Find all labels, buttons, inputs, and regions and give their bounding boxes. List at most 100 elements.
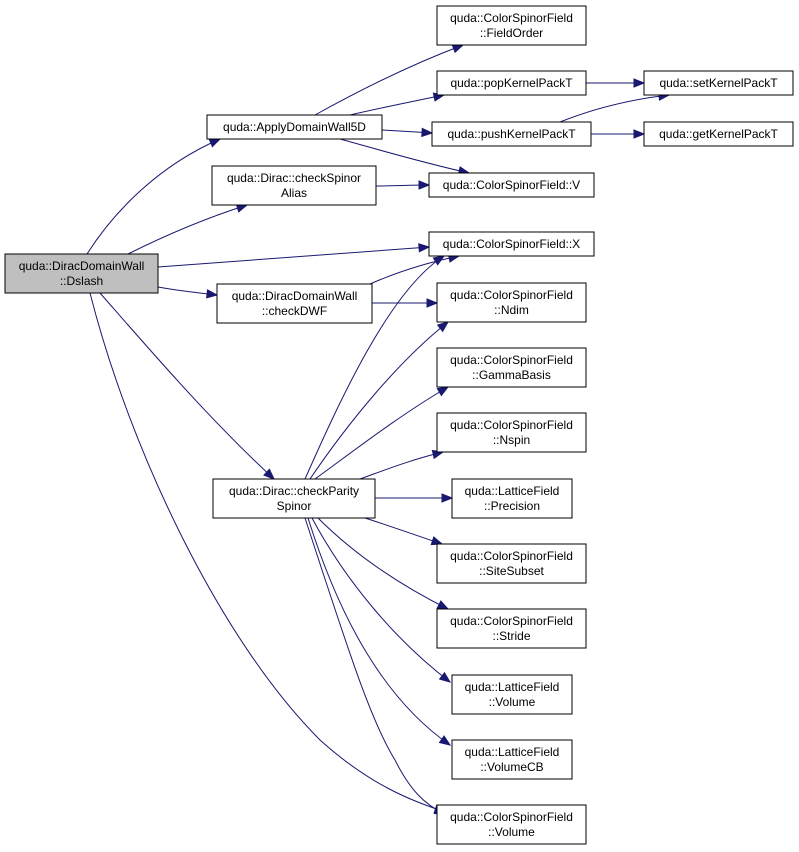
arrowhead-icon bbox=[436, 321, 450, 333]
node-label: quda::ColorSpinorField bbox=[450, 418, 573, 432]
node-applyDW5D[interactable]: quda::ApplyDomainWall5D bbox=[206, 114, 383, 140]
node-label: quda::ApplyDomainWall5D bbox=[223, 120, 366, 134]
edge-line bbox=[317, 517, 449, 610]
edge-root-to-checkParitySpinor bbox=[99, 292, 275, 480]
arrowhead-icon bbox=[438, 671, 452, 683]
node-fieldOrder[interactable]: quda::ColorSpinorField::FieldOrder bbox=[436, 5, 587, 46]
node-label: quda::Dirac::checkParity bbox=[229, 484, 359, 498]
edge-root-to-checkDWF bbox=[157, 286, 219, 299]
edge-pushKernelPackT-to-setKernelPackT bbox=[559, 91, 671, 123]
node-box bbox=[216, 283, 373, 324]
edge-checkParitySpinor-to-csfSiteSubset bbox=[364, 517, 444, 546]
node-csfV[interactable]: quda::ColorSpinorField::V bbox=[428, 172, 595, 198]
arrowhead-icon bbox=[436, 600, 450, 610]
node-label: ::Volume bbox=[489, 695, 536, 709]
arrowhead-icon bbox=[418, 243, 431, 253]
node-csfSiteSubset[interactable]: quda::ColorSpinorField::SiteSubset bbox=[436, 543, 587, 584]
node-box bbox=[643, 70, 794, 96]
node-box bbox=[206, 114, 383, 140]
node-label: quda::LatticeField bbox=[465, 484, 560, 498]
node-csfVolume[interactable]: quda::ColorSpinorField::Volume bbox=[436, 804, 587, 845]
edge-applyDW5D-to-popKernelPackT bbox=[349, 92, 446, 116]
node-label: Alias bbox=[281, 186, 307, 200]
edge-line bbox=[369, 255, 460, 285]
node-popKernelPackT[interactable]: quda::popKernelPackT bbox=[436, 70, 587, 96]
arrowhead-icon bbox=[438, 735, 452, 746]
node-label: quda::ColorSpinorField bbox=[450, 614, 573, 628]
node-lfPrecision[interactable]: quda::LatticeField::Precision bbox=[451, 478, 573, 519]
node-checkDWF[interactable]: quda::DiracDomainWall::checkDWF bbox=[216, 283, 373, 324]
edge-root-to-checkSpinorAlias bbox=[127, 203, 249, 255]
node-label: ::Ndim bbox=[494, 303, 529, 317]
node-box bbox=[212, 478, 376, 519]
node-label: quda::LatticeField bbox=[465, 680, 560, 694]
node-label: quda::ColorSpinorField bbox=[450, 353, 573, 367]
node-label: quda::ColorSpinorField bbox=[450, 549, 573, 563]
node-label: ::Volume bbox=[488, 825, 535, 839]
edge-line bbox=[304, 255, 445, 480]
arrowhead-icon bbox=[206, 289, 219, 299]
node-box bbox=[436, 282, 587, 323]
edge-checkParitySpinor-to-csfStride bbox=[317, 517, 450, 610]
arrowhead-icon bbox=[451, 44, 465, 54]
node-box bbox=[428, 172, 595, 198]
node-setKernelPackT[interactable]: quda::setKernelPackT bbox=[643, 70, 794, 96]
node-label: quda::getKernelPackT bbox=[659, 127, 778, 141]
edge-line bbox=[127, 204, 248, 255]
node-csfGammaBasis[interactable]: quda::ColorSpinorField::GammaBasis bbox=[436, 347, 587, 388]
node-label: ::Dslash bbox=[60, 274, 103, 288]
node-csfNdim[interactable]: quda::ColorSpinorField::Ndim bbox=[436, 282, 587, 323]
node-lfVolume[interactable]: quda::LatticeField::Volume bbox=[451, 674, 573, 715]
node-label: ::FieldOrder bbox=[480, 26, 543, 40]
edge-line bbox=[309, 321, 449, 480]
node-label: quda::DiracDomainWall bbox=[232, 289, 358, 303]
edge-line bbox=[311, 517, 451, 683]
node-label: quda::LatticeField bbox=[465, 745, 560, 759]
arrowhead-icon bbox=[421, 127, 434, 138]
node-label: ::SiteSubset bbox=[479, 564, 544, 578]
edge-applyDW5D-to-pushKernelPackT bbox=[381, 127, 434, 138]
edge-pushKernelPackT-to-getKernelPackT bbox=[591, 129, 646, 139]
node-csfX[interactable]: quda::ColorSpinorField::X bbox=[428, 231, 595, 257]
node-box bbox=[451, 674, 573, 715]
edge-line bbox=[559, 94, 670, 123]
edge-checkDWF-to-csfNdim bbox=[372, 298, 439, 308]
edge-line bbox=[359, 451, 444, 480]
node-label: quda::ColorSpinorField::X bbox=[443, 237, 580, 251]
node-lfVolumeCB[interactable]: quda::LatticeField::VolumeCB bbox=[451, 739, 573, 780]
node-label: quda::ColorSpinorField bbox=[450, 288, 573, 302]
arrowhead-icon bbox=[418, 180, 431, 190]
node-box bbox=[643, 121, 794, 147]
arrowhead-icon bbox=[208, 138, 222, 148]
node-box bbox=[451, 478, 573, 519]
node-pushKernelPackT[interactable]: quda::pushKernelPackT bbox=[431, 121, 592, 147]
node-box bbox=[436, 412, 587, 453]
edge-checkParitySpinor-to-csfNspin bbox=[359, 449, 445, 480]
edge-checkParitySpinor-to-lfPrecision bbox=[375, 493, 454, 503]
edge-checkDWF-to-csfX bbox=[369, 253, 461, 285]
node-label: ::VolumeCB bbox=[480, 760, 543, 774]
edge-root-to-csfX bbox=[157, 243, 431, 268]
edge-checkParitySpinor-to-csfX bbox=[304, 255, 446, 480]
node-box bbox=[436, 543, 587, 584]
node-csfNspin[interactable]: quda::ColorSpinorField::Nspin bbox=[436, 412, 587, 453]
edge-line bbox=[314, 44, 464, 116]
edge-checkParitySpinor-to-lfVolumeCB bbox=[307, 517, 452, 746]
node-box bbox=[431, 121, 592, 147]
node-csfStride[interactable]: quda::ColorSpinorField::Stride bbox=[436, 608, 587, 649]
node-label: quda::Dirac::checkSpinor bbox=[227, 171, 361, 185]
node-label: quda::setKernelPackT bbox=[659, 76, 778, 90]
edge-line bbox=[304, 517, 446, 815]
node-getKernelPackT[interactable]: quda::getKernelPackT bbox=[643, 121, 794, 147]
node-label: quda::DiracDomainWall bbox=[19, 259, 145, 273]
edge-line bbox=[99, 292, 275, 480]
node-box bbox=[211, 165, 377, 206]
arrowhead-icon bbox=[263, 468, 275, 480]
edge-line bbox=[157, 246, 430, 268]
nodes-layer: quda::DiracDomainWall::Dslash quda::Apply… bbox=[4, 5, 794, 845]
node-box bbox=[4, 253, 159, 294]
node-label: ::checkDWF bbox=[262, 304, 327, 318]
